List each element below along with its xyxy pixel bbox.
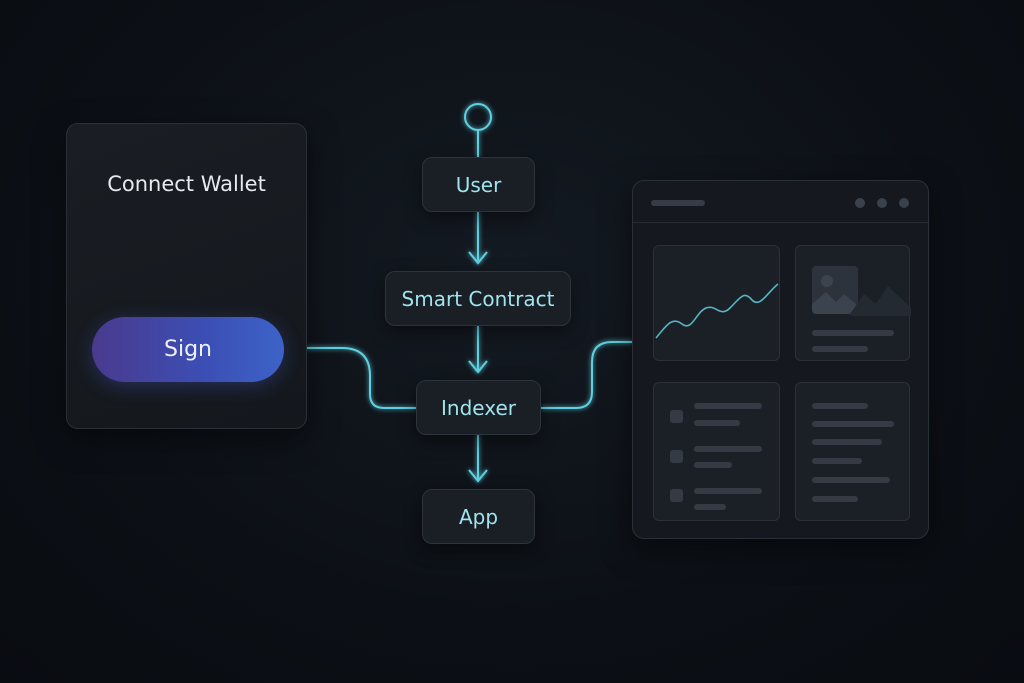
start-circle-icon xyxy=(464,103,492,131)
text-placeholder-line xyxy=(812,421,894,427)
arrow-down-icon xyxy=(468,469,488,483)
list-line xyxy=(694,403,762,409)
node-user[interactable]: User xyxy=(422,157,535,212)
list-bullet-icon xyxy=(670,489,683,502)
sign-button[interactable]: Sign xyxy=(92,317,284,382)
arrow-down-icon xyxy=(468,360,488,374)
list-line xyxy=(694,462,732,468)
title-placeholder xyxy=(651,200,705,206)
text-placeholder-line xyxy=(812,346,868,352)
edge-wallet-indexer xyxy=(307,347,416,409)
node-smart-contract[interactable]: Smart Contract xyxy=(385,271,571,326)
wallet-title: Connect Wallet xyxy=(107,172,266,196)
text-placeholder-line xyxy=(812,477,890,483)
text-placeholder-line xyxy=(812,403,868,409)
list-bullet-icon xyxy=(670,410,683,423)
wallet-card: Connect Wallet Sign xyxy=(66,123,307,429)
text-placeholder-line xyxy=(812,439,882,445)
image-panel xyxy=(795,245,911,361)
text-placeholder-line xyxy=(812,330,894,336)
window-control-dot[interactable] xyxy=(855,198,865,208)
list-line xyxy=(694,488,762,494)
node-indexer[interactable]: Indexer xyxy=(416,380,541,435)
image-icon xyxy=(812,266,858,314)
mountain-shape xyxy=(850,286,911,316)
list-panel xyxy=(653,382,780,521)
dashboard-titlebar xyxy=(633,181,928,223)
line-chart-panel xyxy=(653,245,780,361)
node-app[interactable]: App xyxy=(422,489,535,544)
window-control-dot[interactable] xyxy=(899,198,909,208)
text-panel xyxy=(795,382,910,521)
list-line xyxy=(694,504,726,510)
list-line xyxy=(694,420,740,426)
arrow-down-icon xyxy=(468,251,488,265)
line-chart-icon xyxy=(655,283,779,339)
edge-indexer-dashboard xyxy=(541,341,632,409)
list-bullet-icon xyxy=(670,450,683,463)
window-control-dot[interactable] xyxy=(877,198,887,208)
text-placeholder-line xyxy=(812,458,862,464)
list-line xyxy=(694,446,762,452)
dashboard-window xyxy=(632,180,929,539)
text-placeholder-line xyxy=(812,496,858,502)
